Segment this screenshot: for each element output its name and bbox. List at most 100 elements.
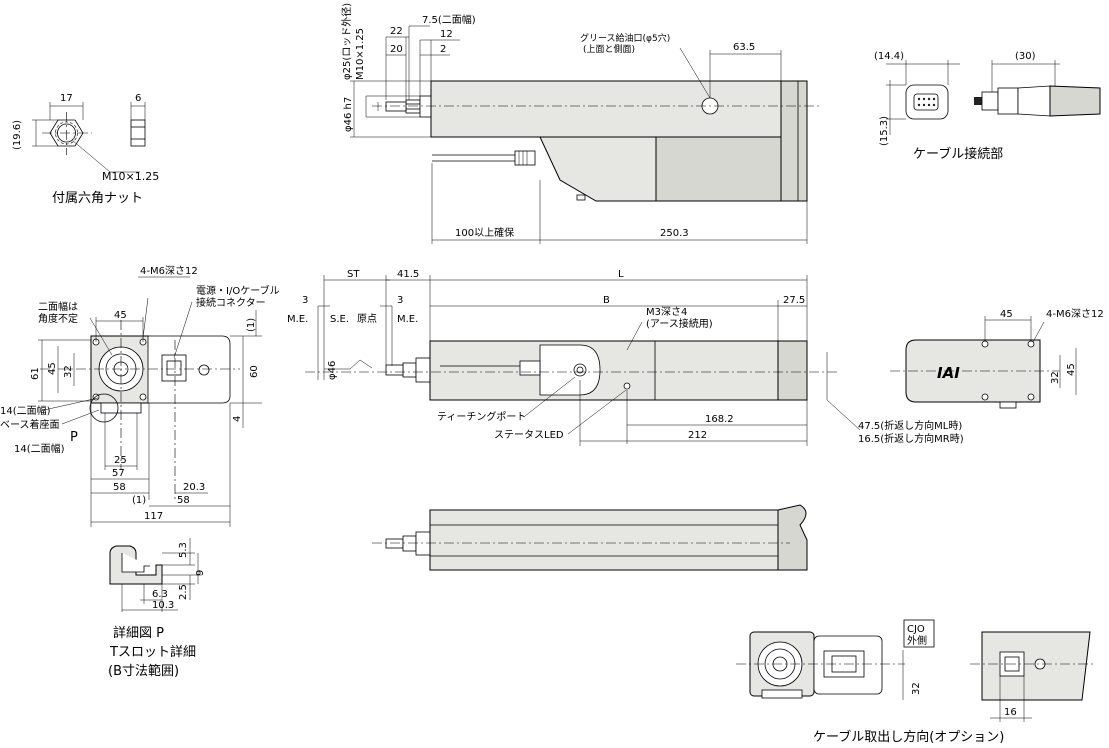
top-view-actuator: 22 20 7.5(二面幅) 12 2 φ46 h7 φ25(ロッド外径) M1… xyxy=(340,3,820,244)
label-14-nimen-a: 14(二面幅) xyxy=(0,404,51,417)
tslot-caption-2: Tスロット詳細 xyxy=(109,644,196,660)
nut-across-corners: (19.6) xyxy=(12,120,23,150)
tslot-caption-1: 詳細図 P xyxy=(113,625,164,641)
rod-thread xyxy=(385,101,407,112)
dim-25: 25 xyxy=(114,455,127,466)
dim-58-b: 58 xyxy=(177,495,190,506)
dim-L: L xyxy=(618,269,624,280)
rod-thread: M10×1.25 xyxy=(355,28,366,80)
dim-117: 117 xyxy=(144,511,163,522)
body-main xyxy=(430,80,782,138)
right-end-body xyxy=(905,339,1041,403)
cjo-box xyxy=(903,619,935,648)
option-dim-32: 32 xyxy=(911,682,922,695)
power-label-2: 接続コネクター xyxy=(196,296,266,309)
dim-58-a: 58 xyxy=(113,482,126,493)
connector-plug xyxy=(981,91,999,111)
cable-connection-detail: (14.4) (30) (15.3) ケーブル接続部 xyxy=(874,51,1101,162)
dim-12: 12 xyxy=(440,29,453,40)
right-end-view: IAI 45 4-M6深さ12 32 45 xyxy=(890,308,1104,409)
cable-connector xyxy=(514,150,536,166)
dim-1-bottom: (1) xyxy=(132,495,146,506)
dim-22: 22 xyxy=(390,26,403,37)
dim-15-3: (15.3) xyxy=(879,116,890,146)
teaching-port-cover xyxy=(539,344,601,396)
end-view: 45 4-M6深さ12 二面幅は 角度不定 電源・I/Oケーブル 接続コネクター… xyxy=(0,265,280,527)
led-label: ステータスLED xyxy=(494,429,564,441)
dim-7-5: 7.5(二面幅) xyxy=(422,13,476,26)
hex-nut-view: 17 6 (19.6) M10×1.25 付属六角ナット xyxy=(12,93,159,206)
body-diameter: φ46 h7 xyxy=(343,97,354,132)
motor-block xyxy=(655,136,782,202)
dim-32: 32 xyxy=(63,365,74,378)
dim-B: B xyxy=(603,295,610,306)
nut-thread-label: M10×1.25 xyxy=(102,170,159,183)
dim-45-h: 45 xyxy=(114,310,127,321)
cjo-label-1: CJO xyxy=(907,624,925,635)
dim-3-b: 3 xyxy=(397,295,403,306)
end-cap xyxy=(780,80,808,202)
motor-housing xyxy=(539,136,657,202)
dim-4: 4 xyxy=(232,416,243,422)
dim-20: 20 xyxy=(390,44,403,55)
dim-168-2: 168.2 xyxy=(705,414,734,425)
dim-2: 2 xyxy=(440,44,446,55)
tslot-caption-3: (B寸法範囲) xyxy=(108,664,179,679)
rod xyxy=(419,95,432,118)
right-dim-32: 32 xyxy=(1050,371,1061,384)
tslot-5-3: 5.3 xyxy=(178,542,189,558)
tslot-6-3: 6.3 xyxy=(152,589,168,600)
dim-41-5: 41.5 xyxy=(397,269,419,280)
rod-nut xyxy=(405,99,421,114)
dim-250-3: 250.3 xyxy=(660,228,689,239)
label-nimen: 二面幅は xyxy=(38,300,78,313)
right-m6-label: 4-M6深さ12 xyxy=(1046,308,1104,320)
ml-label: 47.5(折返し方向ML時) xyxy=(858,419,962,432)
nut-bore xyxy=(57,123,76,143)
dim-30: (30) xyxy=(1015,51,1036,62)
dim-57: 57 xyxy=(112,468,125,479)
side-view-actuator: ST 41.5 L B 27.5 3 3 M.E. S.E. 原点 M.E. φ… xyxy=(287,269,964,446)
label-se: S.E. xyxy=(330,314,349,325)
cjo-label-2: 外側 xyxy=(907,634,927,647)
nut-thickness-6: 6 xyxy=(135,93,141,104)
dim-14-4: (14.4) xyxy=(874,51,904,62)
dim-3-a: 3 xyxy=(302,295,308,306)
connector-plate xyxy=(147,335,231,404)
option-cable-direction: 32 CJO 外側 16 ケーブル取出し方向(オプション) xyxy=(736,619,1095,745)
dim-45-v: 45 xyxy=(47,362,58,375)
detail-p-circle xyxy=(89,393,119,423)
label-p: P xyxy=(70,430,78,445)
power-label-1: 電源・I/Oケーブル xyxy=(196,284,280,297)
nut-caption: 付属六角ナット xyxy=(52,191,143,206)
label-kakudo: 角度不定 xyxy=(38,312,78,325)
earth-label: (アース接続用) xyxy=(646,317,713,330)
tslot-2-5: 2.5 xyxy=(178,584,189,600)
iai-logo: IAI xyxy=(937,364,960,382)
option-dim-16: 16 xyxy=(1004,707,1017,718)
grease-label-2: (上面と側面) xyxy=(583,43,635,55)
side-body-dia: φ46 xyxy=(327,361,338,380)
grease-label-1: グリース給油口(φ5穴) xyxy=(580,32,670,44)
dim-63-5: 63.5 xyxy=(733,42,755,53)
label-genten: 原点 xyxy=(357,313,377,325)
tslot-10-3: 10.3 xyxy=(152,600,174,611)
right-dim-45-v: 45 xyxy=(1066,363,1077,376)
tslot-9: 9 xyxy=(195,570,206,576)
dim-1-top: (1) xyxy=(246,318,257,332)
label-base: ベース着座面 xyxy=(0,418,60,431)
dim-20-3: 20.3 xyxy=(183,482,205,493)
status-led xyxy=(623,382,631,390)
rod-diameter: φ25(ロッド外径) xyxy=(340,3,353,80)
t-slot-detail: 5.3 9 2.5 6.3 10.3 詳細図 P Tスロット詳細 (B寸法範囲) xyxy=(108,538,206,679)
bottom-body xyxy=(429,509,779,571)
dim-27-5: 27.5 xyxy=(783,295,805,306)
nut-side xyxy=(130,119,146,147)
label-me-2: M.E. xyxy=(397,314,418,325)
m6-label: 4-M6深さ12 xyxy=(140,265,198,277)
cable-body xyxy=(1049,85,1101,117)
dim-100-min: 100以上確保 xyxy=(455,226,514,239)
teaching-label: ティーチングポート xyxy=(437,410,526,423)
